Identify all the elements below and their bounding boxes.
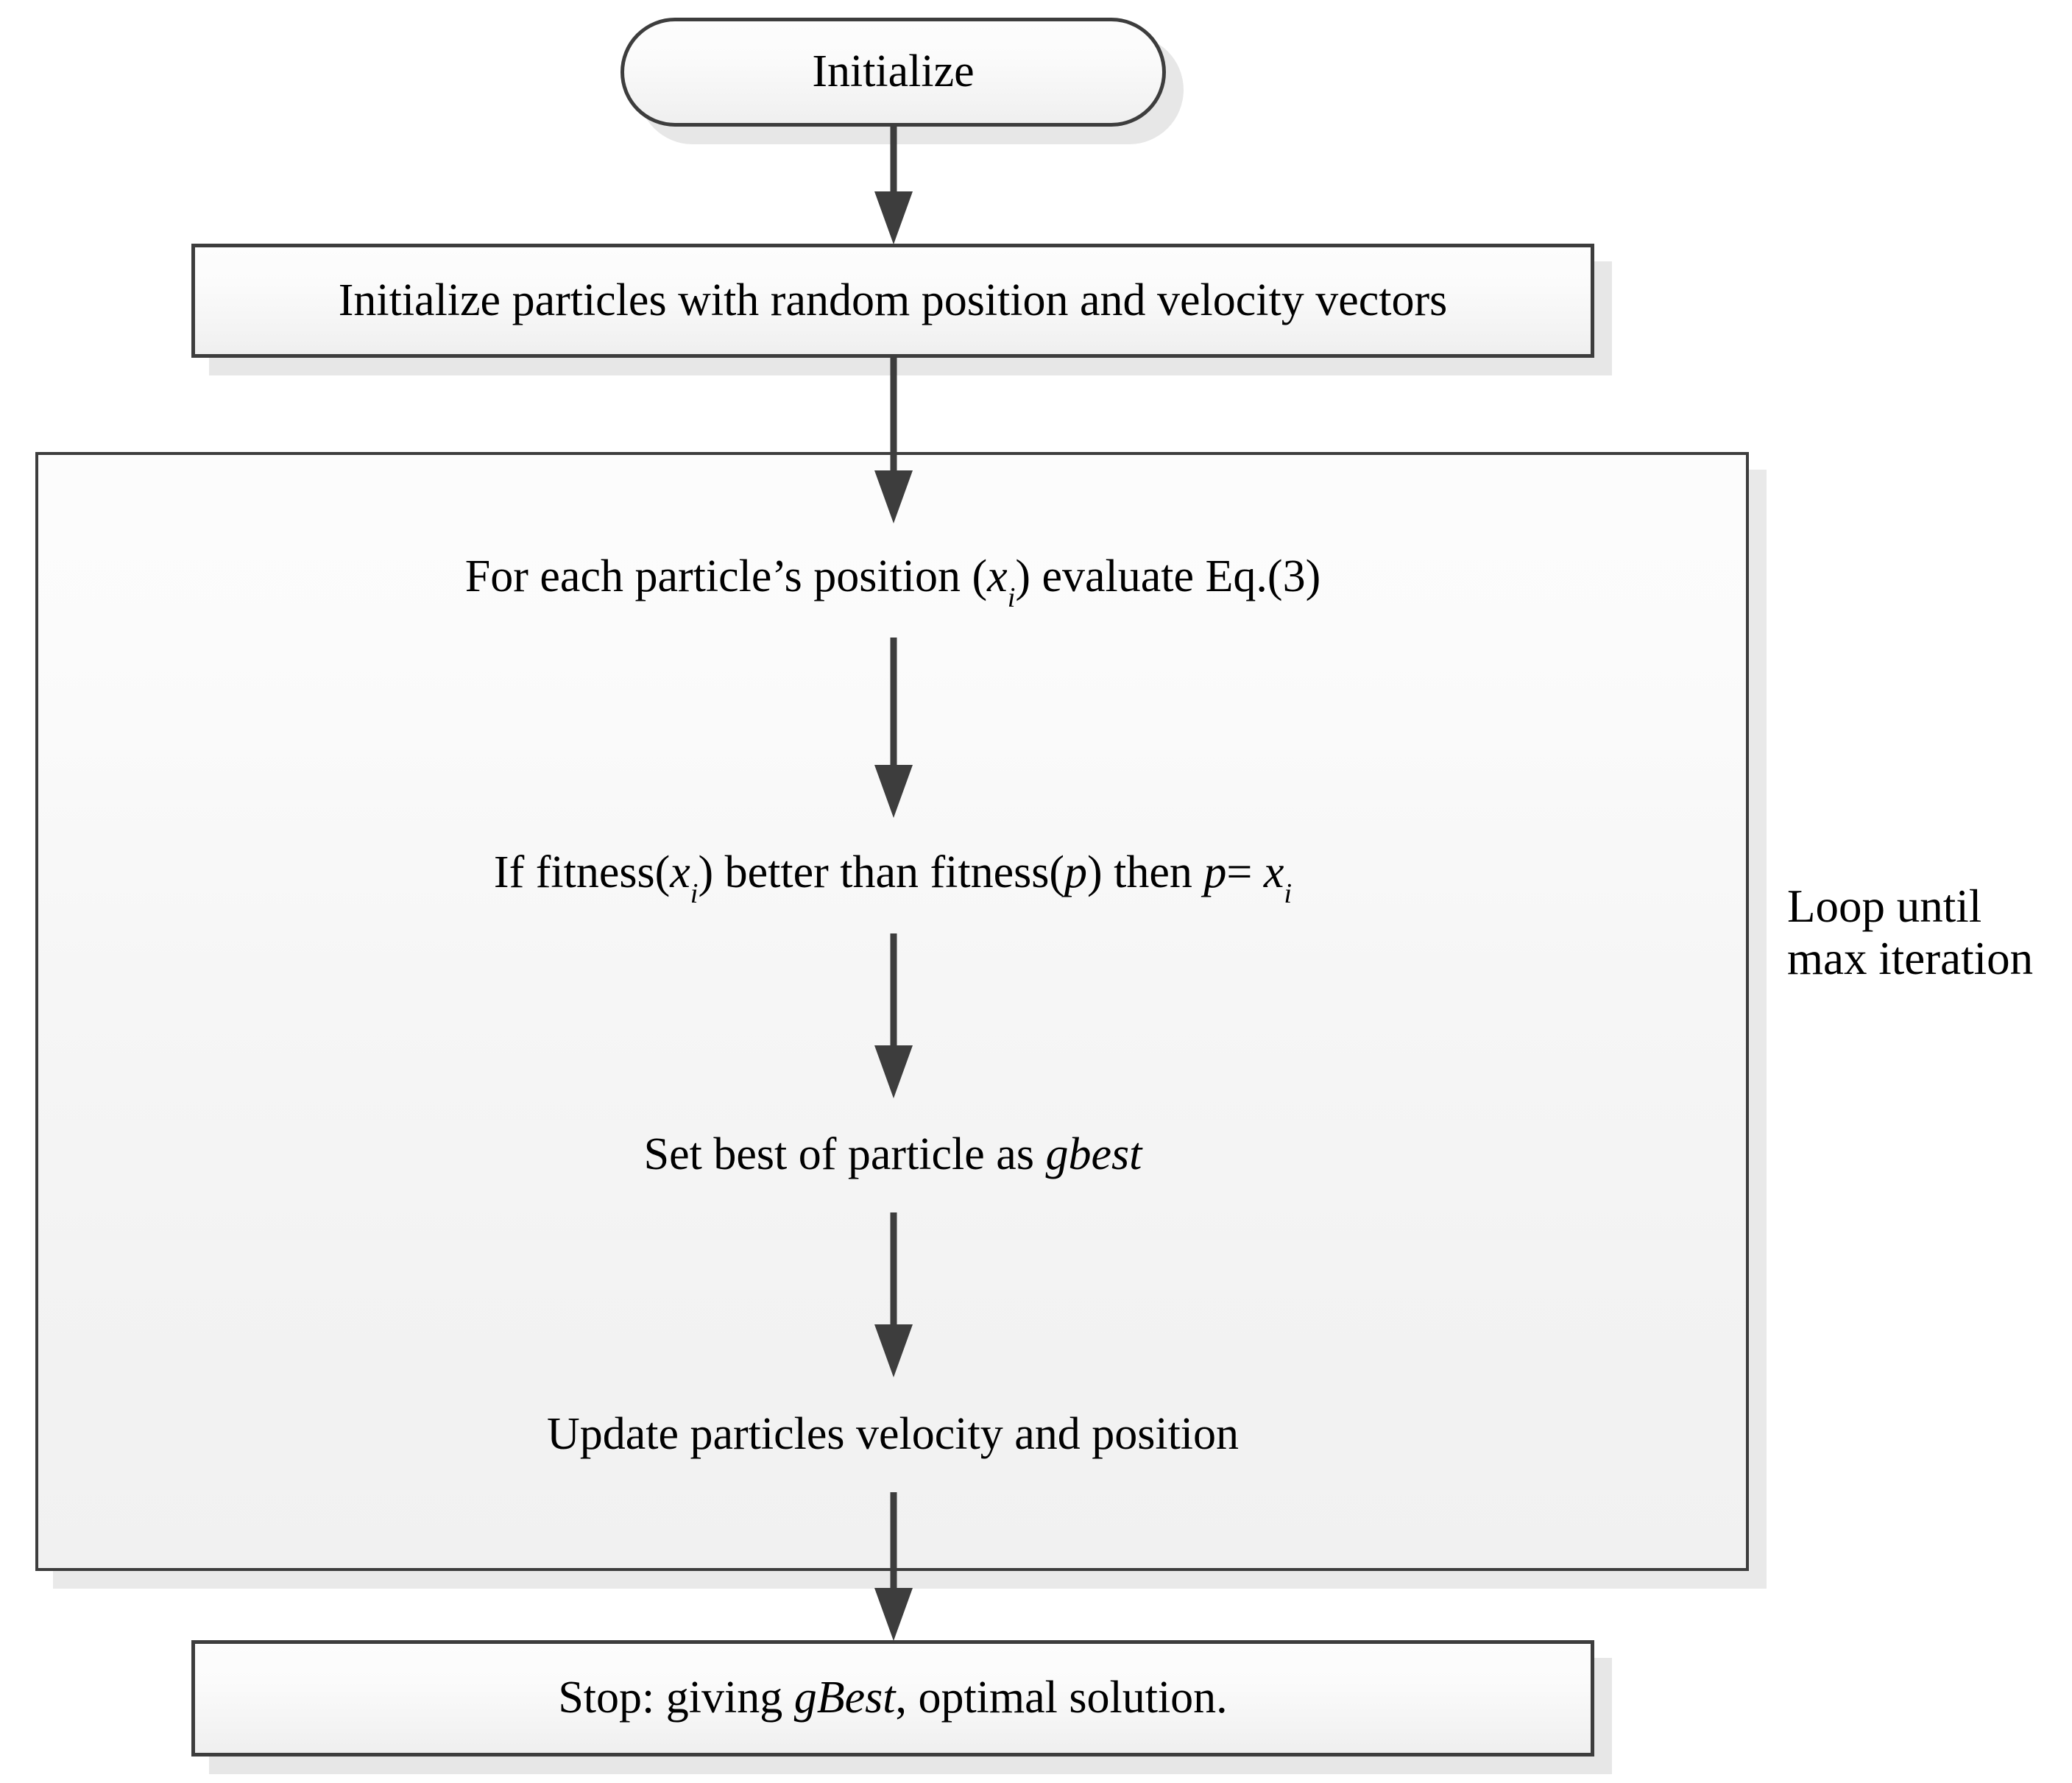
arrow-fitness-compare-to-set-gbest [874, 933, 913, 1098]
arrow-evaluate-to-fitness-compare [874, 638, 913, 818]
node-fitness-compare-label: If fitness(xi) better than fitness(p) th… [493, 847, 1292, 909]
evaluate-text-post: ) evaluate Eq.(3) [1015, 551, 1321, 601]
set-gbest-text-pre: Set best of particle as [643, 1129, 1046, 1179]
node-init-particles[interactable]: Initialize particles with random positio… [191, 244, 1594, 358]
stop-text-pre: Stop: giving [558, 1673, 794, 1723]
loop-until-max-iteration-label: Loop until max iteration [1787, 880, 2034, 984]
fitness-text-1: If fitness( [493, 847, 671, 897]
node-stop[interactable]: Stop: giving gBest, optimal solution. [191, 1640, 1594, 1756]
node-start[interactable]: Initialize [620, 18, 1166, 127]
node-init-particles-label: Initialize particles with random positio… [338, 275, 1448, 325]
arrow-set-gbest-to-update [874, 1212, 913, 1377]
evaluate-text-pre: For each particle’s position ( [464, 551, 988, 601]
stop-emphasis-gbest: gBest [793, 1673, 896, 1723]
fitness-text-4: = [1226, 847, 1264, 897]
stop-text-post: , optimal solution. [895, 1673, 1228, 1723]
fitness-text-2: ) better than fitness( [698, 847, 1064, 897]
set-gbest-emphasis: gbest [1045, 1129, 1142, 1179]
fitness-subscript-i2: i [1284, 878, 1293, 910]
evaluate-subscript-i: i [1007, 582, 1016, 614]
fitness-var-p1: p [1064, 847, 1087, 897]
arrow-update-to-stop [874, 1492, 913, 1641]
evaluate-var-x: x [987, 551, 1008, 601]
fitness-var-x2: x [1263, 847, 1284, 897]
node-set-gbest-label: Set best of particle as gbest [643, 1129, 1142, 1179]
fitness-text-3: ) then [1087, 847, 1204, 897]
arrow-init-particles-to-evaluate [874, 358, 913, 523]
arrow-start-to-init-particles [874, 127, 913, 244]
fitness-var-x1: x [670, 847, 690, 897]
fitness-var-p2: p [1203, 847, 1227, 897]
node-evaluate-label: For each particle’s position (xi) evalua… [464, 551, 1321, 613]
fitness-subscript-i1: i [690, 878, 699, 910]
node-update-label: Update particles velocity and position [546, 1408, 1240, 1459]
node-stop-label: Stop: giving gBest, optimal solution. [558, 1674, 1227, 1722]
node-start-label: Initialize [812, 46, 975, 97]
